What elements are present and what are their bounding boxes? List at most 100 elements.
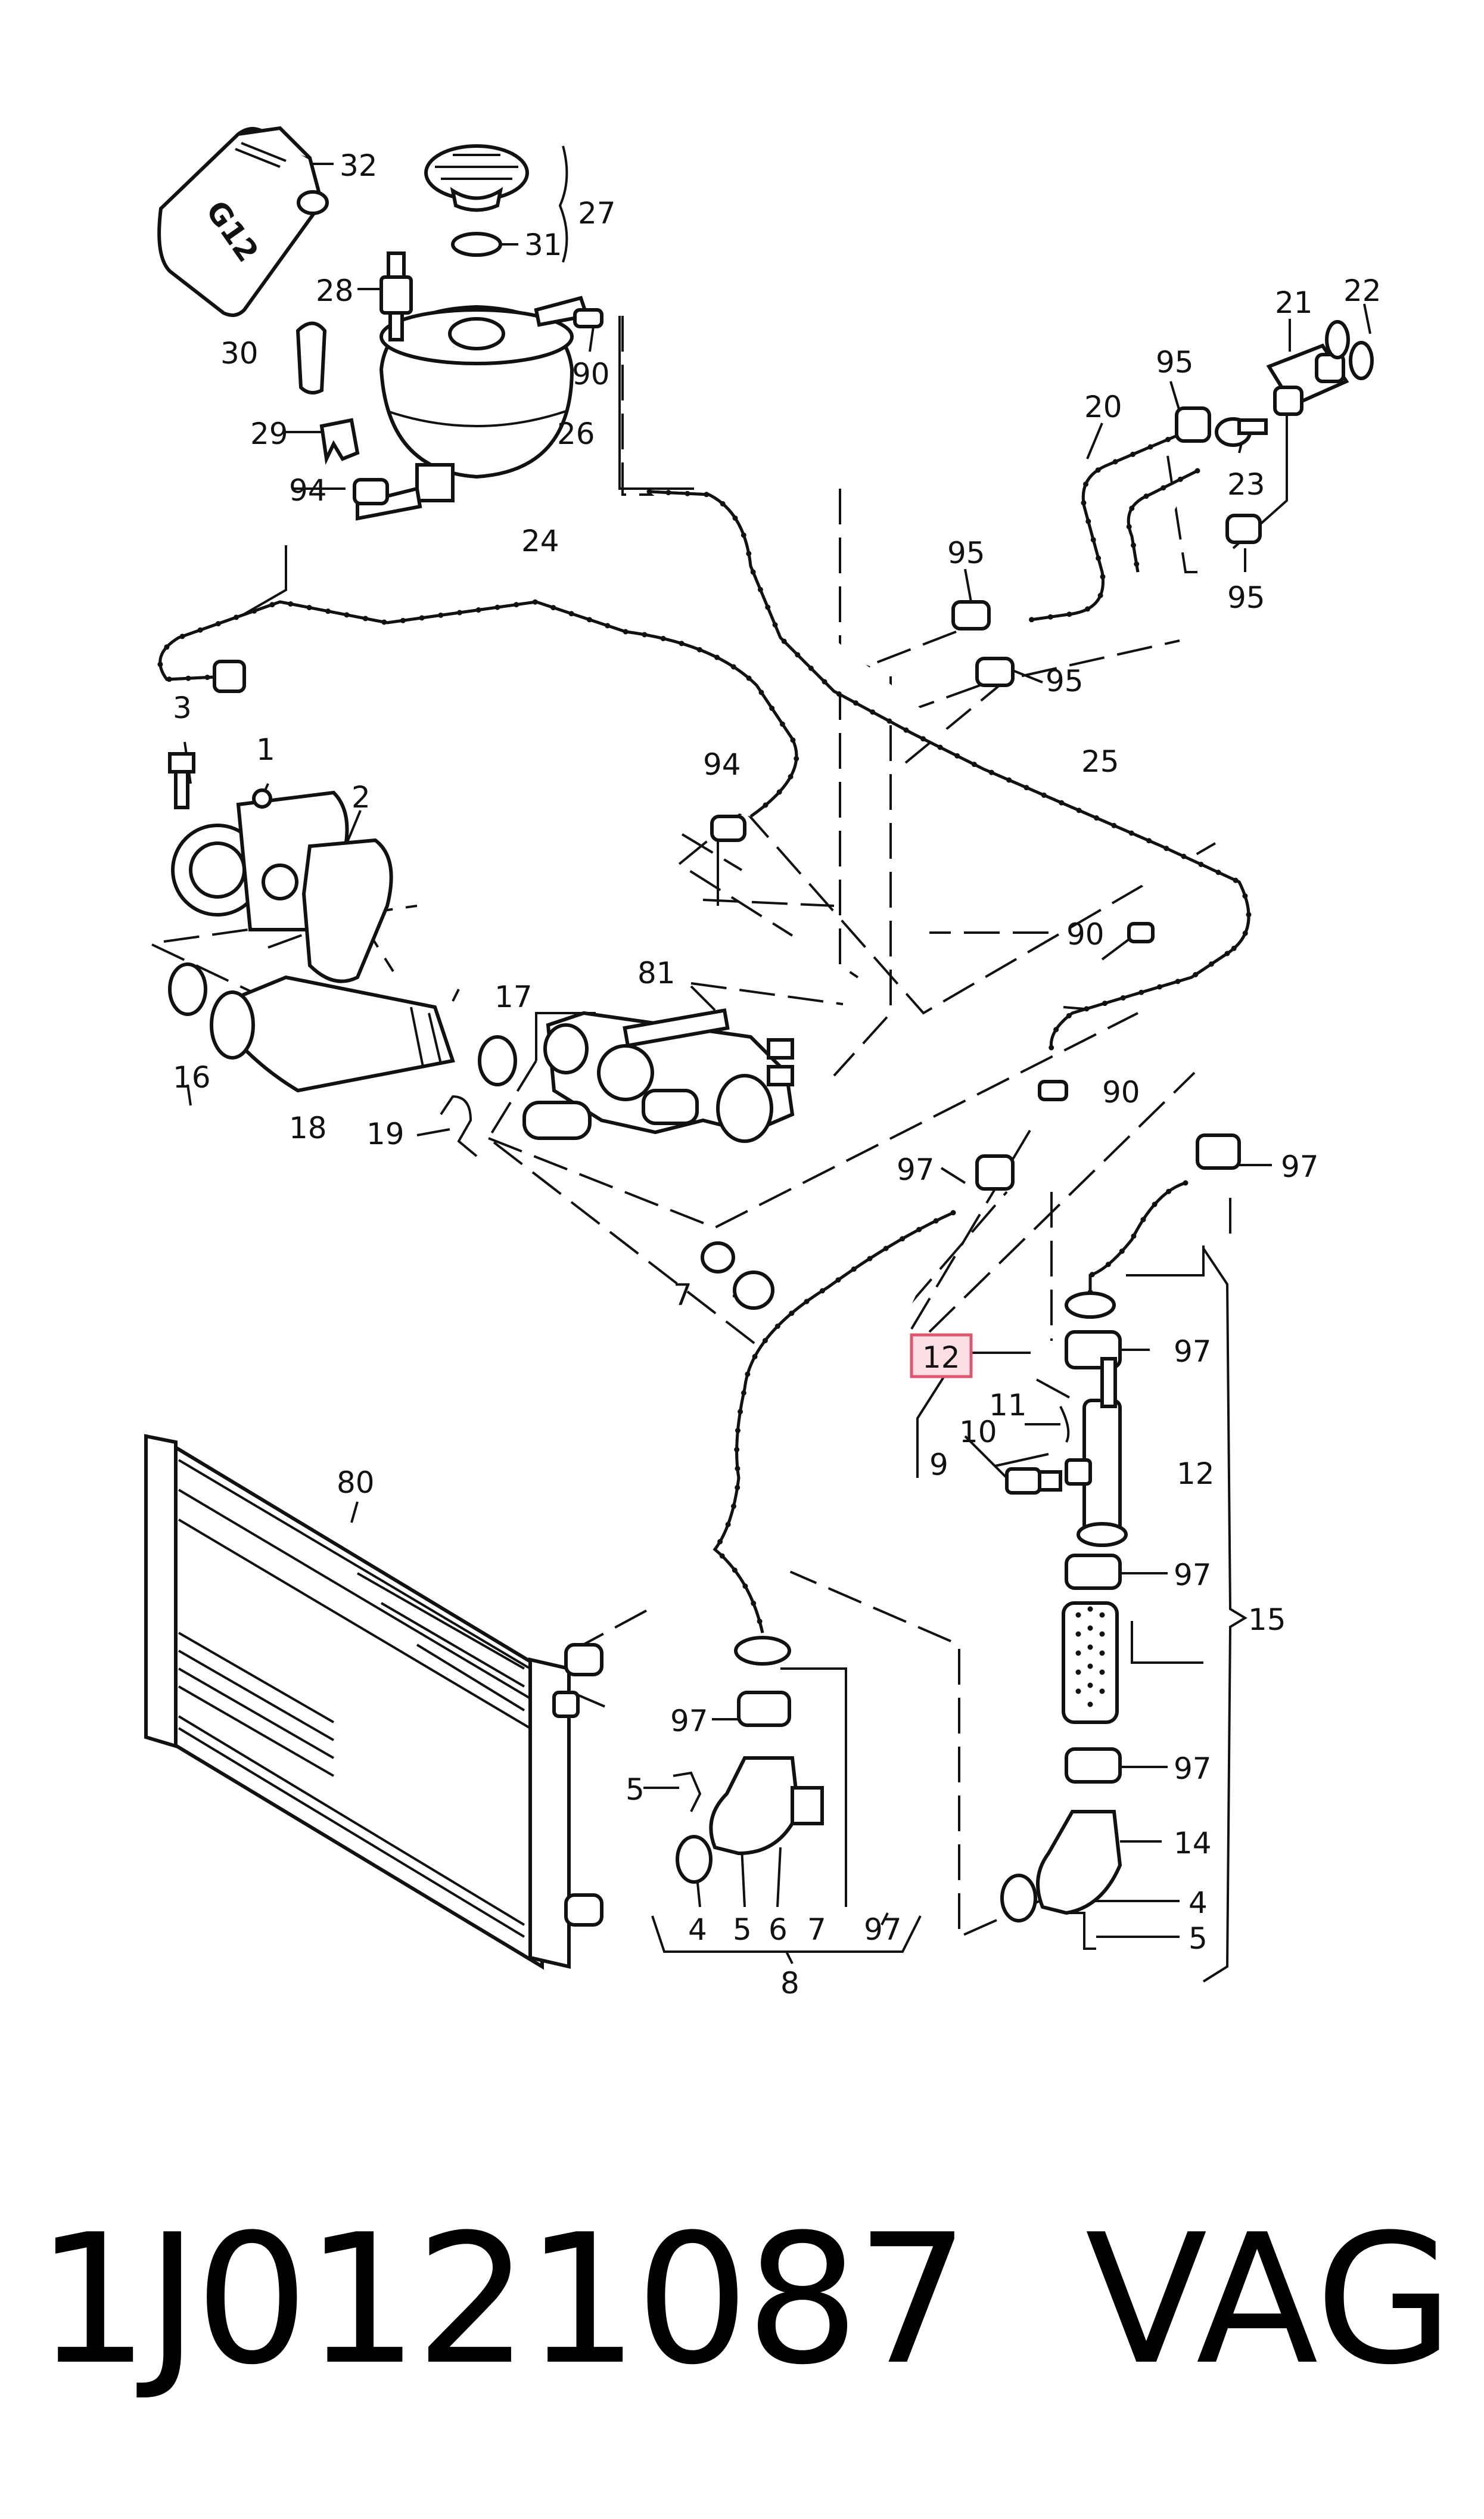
temperature-sender-9 [1005, 1467, 1062, 1495]
expansion-tank-cap [424, 144, 529, 212]
hose-clamp-95a [1175, 406, 1211, 443]
callout-95d: 95 [1046, 664, 1084, 698]
callout-labels: 32 27 31 28 30 90 29 26 94 24 21 22 95 2… [173, 148, 1382, 2001]
callout-7: 7 [807, 1912, 826, 1947]
callout-14: 14 [1174, 1826, 1212, 1860]
highlight-box [910, 1333, 973, 1378]
plug-7 [701, 1241, 774, 1310]
hose-clamp-97a [975, 1154, 1015, 1191]
elbow-14 [1036, 1810, 1122, 1915]
radiator-80 [144, 1434, 603, 1970]
callout-18: 18 [289, 1111, 327, 1145]
hose-clamp-97b [1196, 1133, 1241, 1170]
callout-8: 8 [780, 1966, 799, 2001]
callout-97a: 97 [897, 1153, 935, 1187]
coolant-system-exploded-diagram: G12 [144, 126, 1382, 2001]
callout-31: 31 [524, 228, 562, 262]
callout-94-tank: 94 [289, 473, 327, 508]
seal-ring-22b [1349, 341, 1374, 380]
callout-9: 9 [929, 1448, 948, 1482]
clip-5b [1066, 1912, 1096, 1950]
callout-97c: 97 [1174, 1334, 1212, 1369]
callout-17: 17 [494, 980, 533, 1014]
seal-17 [478, 1035, 517, 1086]
callout-10: 10 [959, 1415, 997, 1449]
callout-32: 32 [340, 148, 378, 183]
hose-clamp-95c [951, 600, 991, 630]
clip-5a [673, 1771, 702, 1812]
clip-11 [1059, 1406, 1070, 1443]
callout-24: 24 [521, 524, 559, 558]
hose-clamp-97e [737, 1691, 791, 1727]
hose-clamp-95d [975, 657, 1015, 687]
callout-16: 16 [173, 1060, 211, 1095]
callout-21: 21 [1275, 285, 1313, 320]
hose-clamp-90b [1127, 922, 1155, 943]
callout-5c: 5 [1189, 1921, 1208, 1956]
footer: 1J0121087 VAG [36, 2199, 1454, 2402]
bleeder-screw [379, 251, 413, 341]
callout-11: 11 [989, 1388, 1027, 1422]
callout-30: 30 [220, 336, 259, 371]
callout-22: 22 [1343, 274, 1382, 308]
screw-23 [1215, 417, 1268, 447]
callout-97g: 97 [864, 1912, 902, 1947]
connector-pipe-12 [1065, 1357, 1128, 1547]
callout-3: 3 [173, 691, 192, 725]
callout-7-plug: 7 [673, 1278, 692, 1312]
callout-4a: 4 [688, 1912, 707, 1947]
coolant-pipe-18 [210, 975, 455, 1093]
hose-clamp-90-top [573, 308, 603, 328]
callout-2: 2 [351, 780, 371, 815]
callout-23: 23 [1227, 467, 1265, 502]
tank-holder [295, 321, 327, 395]
callout-90-top: 90 [572, 357, 610, 392]
callout-94b: 94 [703, 747, 741, 782]
seal-ring-22a [1325, 320, 1350, 359]
heater-return-hose [1065, 1180, 1189, 1319]
o-ring-16 [168, 962, 207, 1016]
callout-28: 28 [316, 274, 354, 308]
callout-26: 26 [557, 417, 595, 451]
callout-80: 80 [337, 1465, 375, 1500]
hose-clamp-97d [1065, 1554, 1122, 1590]
brand-name: VAG [1085, 2196, 1454, 2404]
callout-90b: 90 [1066, 917, 1105, 952]
callout-97e: 97 [670, 1704, 708, 1738]
bolt-3 [168, 752, 195, 809]
hose-24 [157, 599, 799, 819]
hose-clamp-94b [710, 815, 746, 842]
hose-clamp-95b [1225, 514, 1262, 544]
callout-97f: 97 [1174, 1751, 1212, 1786]
callout-29: 29 [250, 417, 288, 451]
hose-section-12 [1062, 1601, 1119, 1724]
callout-5b: 5 [733, 1912, 752, 1947]
callout-12-highlighted: 12 [922, 1340, 960, 1375]
callout-25: 25 [1081, 744, 1119, 779]
callout-20: 20 [1084, 390, 1122, 424]
hose-20 [1028, 429, 1200, 623]
flange-6 [709, 1756, 824, 1856]
retaining-clip [319, 418, 360, 465]
callout-5a: 5 [626, 1772, 645, 1807]
coolant-container-g12: G12 [157, 126, 329, 317]
callout-95b: 95 [1227, 580, 1265, 615]
hose-clamp-94-tank [353, 478, 389, 505]
callout-90c: 90 [1102, 1075, 1140, 1110]
part-number: 1J0121087 [36, 2196, 969, 2404]
callout-4b: 4 [1189, 1886, 1208, 1920]
o-ring-4b [1000, 1874, 1037, 1922]
callout-12: 12 [1177, 1456, 1215, 1491]
hose-clamp-97f [1065, 1747, 1122, 1784]
callout-81: 81 [637, 956, 676, 990]
thermostat-housing-81 [522, 1008, 795, 1143]
callout-95a: 95 [1156, 345, 1194, 380]
callout-6: 6 [769, 1912, 788, 1947]
radiator-upper-hose [711, 1210, 956, 1666]
callout-19: 19 [366, 1117, 405, 1151]
callout-97d: 97 [1174, 1558, 1212, 1592]
connector-21 [1266, 343, 1349, 416]
o-ring-4a [676, 1835, 713, 1884]
hose-clamp-90c [1038, 1080, 1068, 1101]
retaining-clip-19 [440, 1095, 478, 1157]
